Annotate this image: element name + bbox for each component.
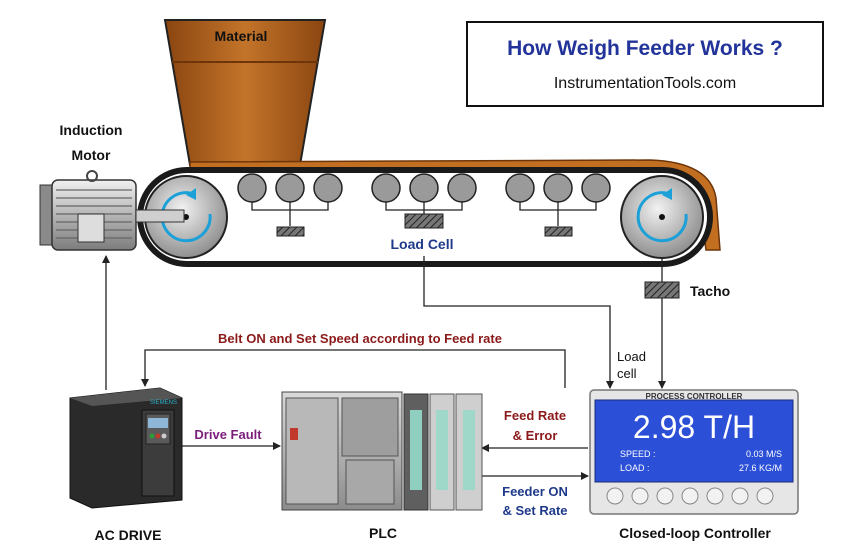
feed-rate-label-line1: Feed Rate — [504, 408, 566, 423]
closed-loop-controller — [589, 389, 799, 515]
controller-main-value: 2.98 T/H — [633, 409, 755, 445]
tail-pulley — [620, 175, 704, 259]
controller-label: Closed-loop Controller — [619, 525, 771, 541]
svg-text:SIEMENS: SIEMENS — [150, 400, 177, 406]
feeder-on-label-line1: Feeder ON — [502, 484, 568, 499]
ac-drive: SIEMENS — [69, 387, 183, 509]
load-cell-sensor — [404, 213, 444, 229]
induction-motor-label-line1: Induction — [60, 122, 123, 138]
induction-motor — [39, 170, 185, 251]
tacho-sensor — [644, 281, 680, 299]
feed-rate-label-line2: & Error — [513, 428, 558, 443]
controller-load-value: 27.6 KG/M — [739, 463, 782, 473]
belt-speed-signal-label: Belt ON and Set Speed according to Feed … — [218, 331, 502, 346]
diagram-title: How Weigh Feeder Works ? — [507, 37, 783, 60]
roller-supports — [251, 202, 597, 226]
load-cell-signal-label-line2: cell — [617, 366, 637, 381]
feeder-on-label-line2: & Set Rate — [502, 503, 567, 518]
idler-rollers — [237, 173, 611, 203]
support-block-right — [544, 226, 573, 237]
load-cell-signal-label-line1: Load — [617, 349, 646, 364]
source-label: InstrumentationTools.com — [553, 75, 737, 92]
tacho-label: Tacho — [690, 283, 730, 299]
load-cell-signal-line — [423, 256, 614, 389]
title-box: How Weigh Feeder Works ? Instrumentation… — [466, 21, 824, 107]
ac-drive-label: AC DRIVE — [95, 527, 162, 543]
drive-fault-label: Drive Fault — [194, 427, 262, 442]
controller-speed-label: SPEED : — [620, 449, 656, 459]
drive-pulley — [144, 175, 228, 259]
load-cell-label: Load Cell — [390, 236, 453, 252]
material-label: Material — [215, 28, 268, 44]
controller-speed-value: 0.03 M/S — [746, 449, 782, 459]
plc — [281, 391, 483, 511]
belt-speed-signal-line — [141, 349, 566, 388]
plc-label: PLC — [369, 525, 397, 541]
induction-motor-label-line2: Motor — [72, 147, 111, 163]
controller-load-label: LOAD : — [620, 463, 650, 473]
controller-header: PROCESS CONTROLLER — [646, 392, 743, 401]
signal-lines — [102, 255, 666, 480]
support-block-left — [276, 226, 305, 237]
